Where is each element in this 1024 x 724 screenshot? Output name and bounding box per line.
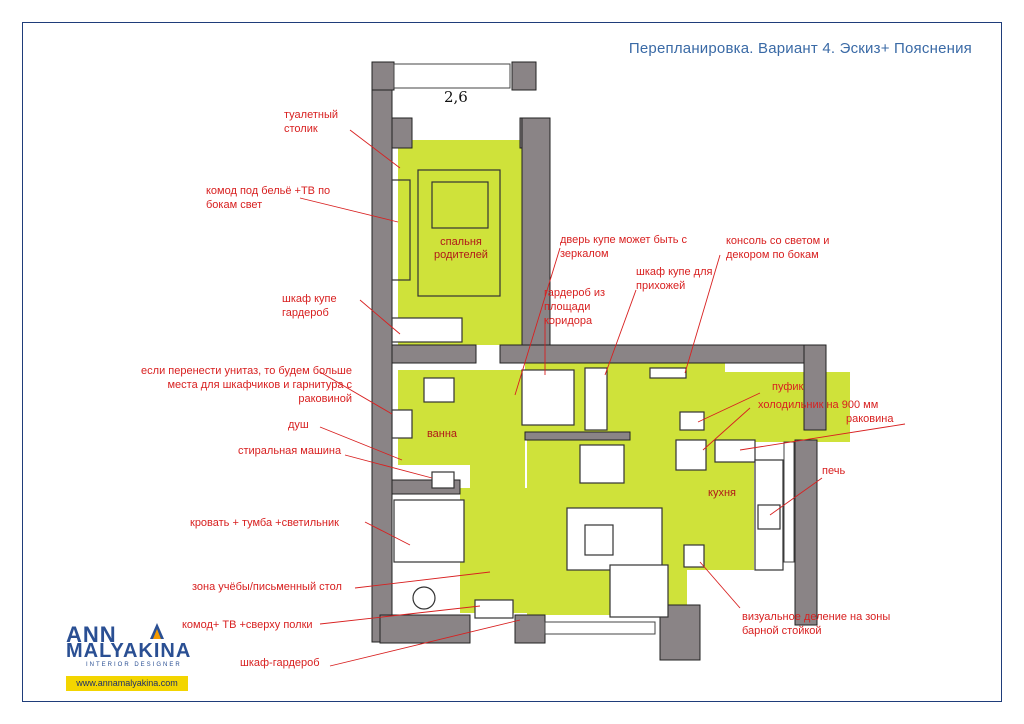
wall-middle [499,344,826,364]
note-wardrobe-bedroom: шкаф купе гардероб [282,293,337,319]
logo-url[interactable]: www.annamalyakina.com [66,676,188,691]
note-hall-wardrobe: шкаф купе для прихожей [636,266,713,292]
sofa [566,507,663,571]
leader-bar [699,561,741,609]
note-study: зона учёбы/письменный стол [192,581,342,593]
note-pouf: пуфик [772,381,804,393]
note-bar-divider: визуальное деление на зоны барной стойко… [742,611,891,637]
window-bottom [544,621,656,635]
note-toilet-move: если перенести унитаз, то будем больше м… [141,365,352,405]
bed-kid [393,499,465,563]
sink [714,439,756,463]
corridor-floor [470,370,525,490]
leader-dresser [299,197,399,223]
bar-stools [683,544,705,568]
closet-corridor [521,369,575,426]
note-sliding-door: дверь купе может быть с зеркалом [560,234,688,260]
leader-pouf [697,392,761,423]
bed-parents [417,169,501,297]
leader-sink [739,423,906,451]
room-bath: ванна [426,428,458,440]
hall-wardrobe [584,367,608,431]
leader-vanity [349,129,401,169]
leader-lines [299,129,906,667]
wardrobe-bedroom [391,317,463,343]
wardrobe-kid [474,599,514,619]
armchair [609,564,669,618]
coffee-table [584,524,614,556]
dining-table [579,444,625,484]
kidroom-floor [460,488,530,613]
note-console: консоль со светом и декором по бокам [726,235,830,261]
leader-console [684,254,721,374]
fridge [675,439,707,471]
shower-tray [391,409,413,439]
note-dresser-tv: комод+ ТВ +сверху полки [182,619,313,631]
note-fridge: холодильник на 900 мм [758,399,879,411]
bed-pillows [431,181,489,229]
balcony [393,63,511,89]
wall-stub-left [391,117,413,149]
washing-machine [431,471,455,489]
console [649,367,687,379]
kitchen-upper-floor [725,372,850,442]
wall-hall-inner [524,431,631,441]
dresser-bedroom [391,179,411,281]
leader-stove [769,477,823,516]
bedroom-floor [398,140,522,345]
note-washer: стиральная машина [238,445,342,457]
pouf [679,411,705,431]
toilet [423,377,455,403]
wall-bath-top [391,344,477,364]
dimension-label: 2,6 [444,88,468,106]
leader-wardrobe-bedroom [359,299,401,335]
note-closet-corridor: гардероб из площади коридора [544,287,606,327]
room-kitchen: кухня [708,487,736,499]
furniture [391,169,784,619]
wall-right-lower [794,439,818,626]
note-dresser: комод под бельё +ТВ по бокам свет [206,185,331,211]
floor-fill [398,140,850,615]
leader-hall-wardrobe [604,289,637,376]
logo-subtitle: INTERIOR DESIGNER [86,662,182,668]
note-wardrobe-kid: шкаф-гардероб [240,657,320,669]
wall-bottom-mid [514,614,546,644]
note-bed-set: кровать + тумба +светильник [190,517,339,529]
leader-study [354,571,491,589]
column-right [511,61,537,91]
leader-shower [319,426,403,461]
note-vanity: туалетный столик [284,109,338,135]
room-bedroom: спальня родителей [434,236,488,261]
column-left [371,61,395,91]
leader-dresser-tv [319,605,481,625]
leader-toilet [319,371,393,415]
leader-bed [364,521,411,546]
desk-chair [412,586,436,610]
note-shower: душ [288,419,309,431]
stove [757,504,781,530]
wall-bottom-left [379,614,471,644]
wall-right-upper [803,344,827,431]
logo-line1: ANN [66,622,117,647]
leader-fridge [702,407,751,451]
page-title: Перепланировка. Вариант 4. Эскиз+ Поясне… [628,40,972,57]
page-frame [22,22,1002,702]
note-sink: раковина [846,413,894,425]
logo-mark-icon [150,623,164,639]
leader-sliding-door [514,247,561,396]
note-stove: печь [822,465,846,477]
logo-line2: MALYAKINA [66,640,192,662]
leader-wardrobe-kid [329,619,521,667]
leader-washer [344,454,433,479]
